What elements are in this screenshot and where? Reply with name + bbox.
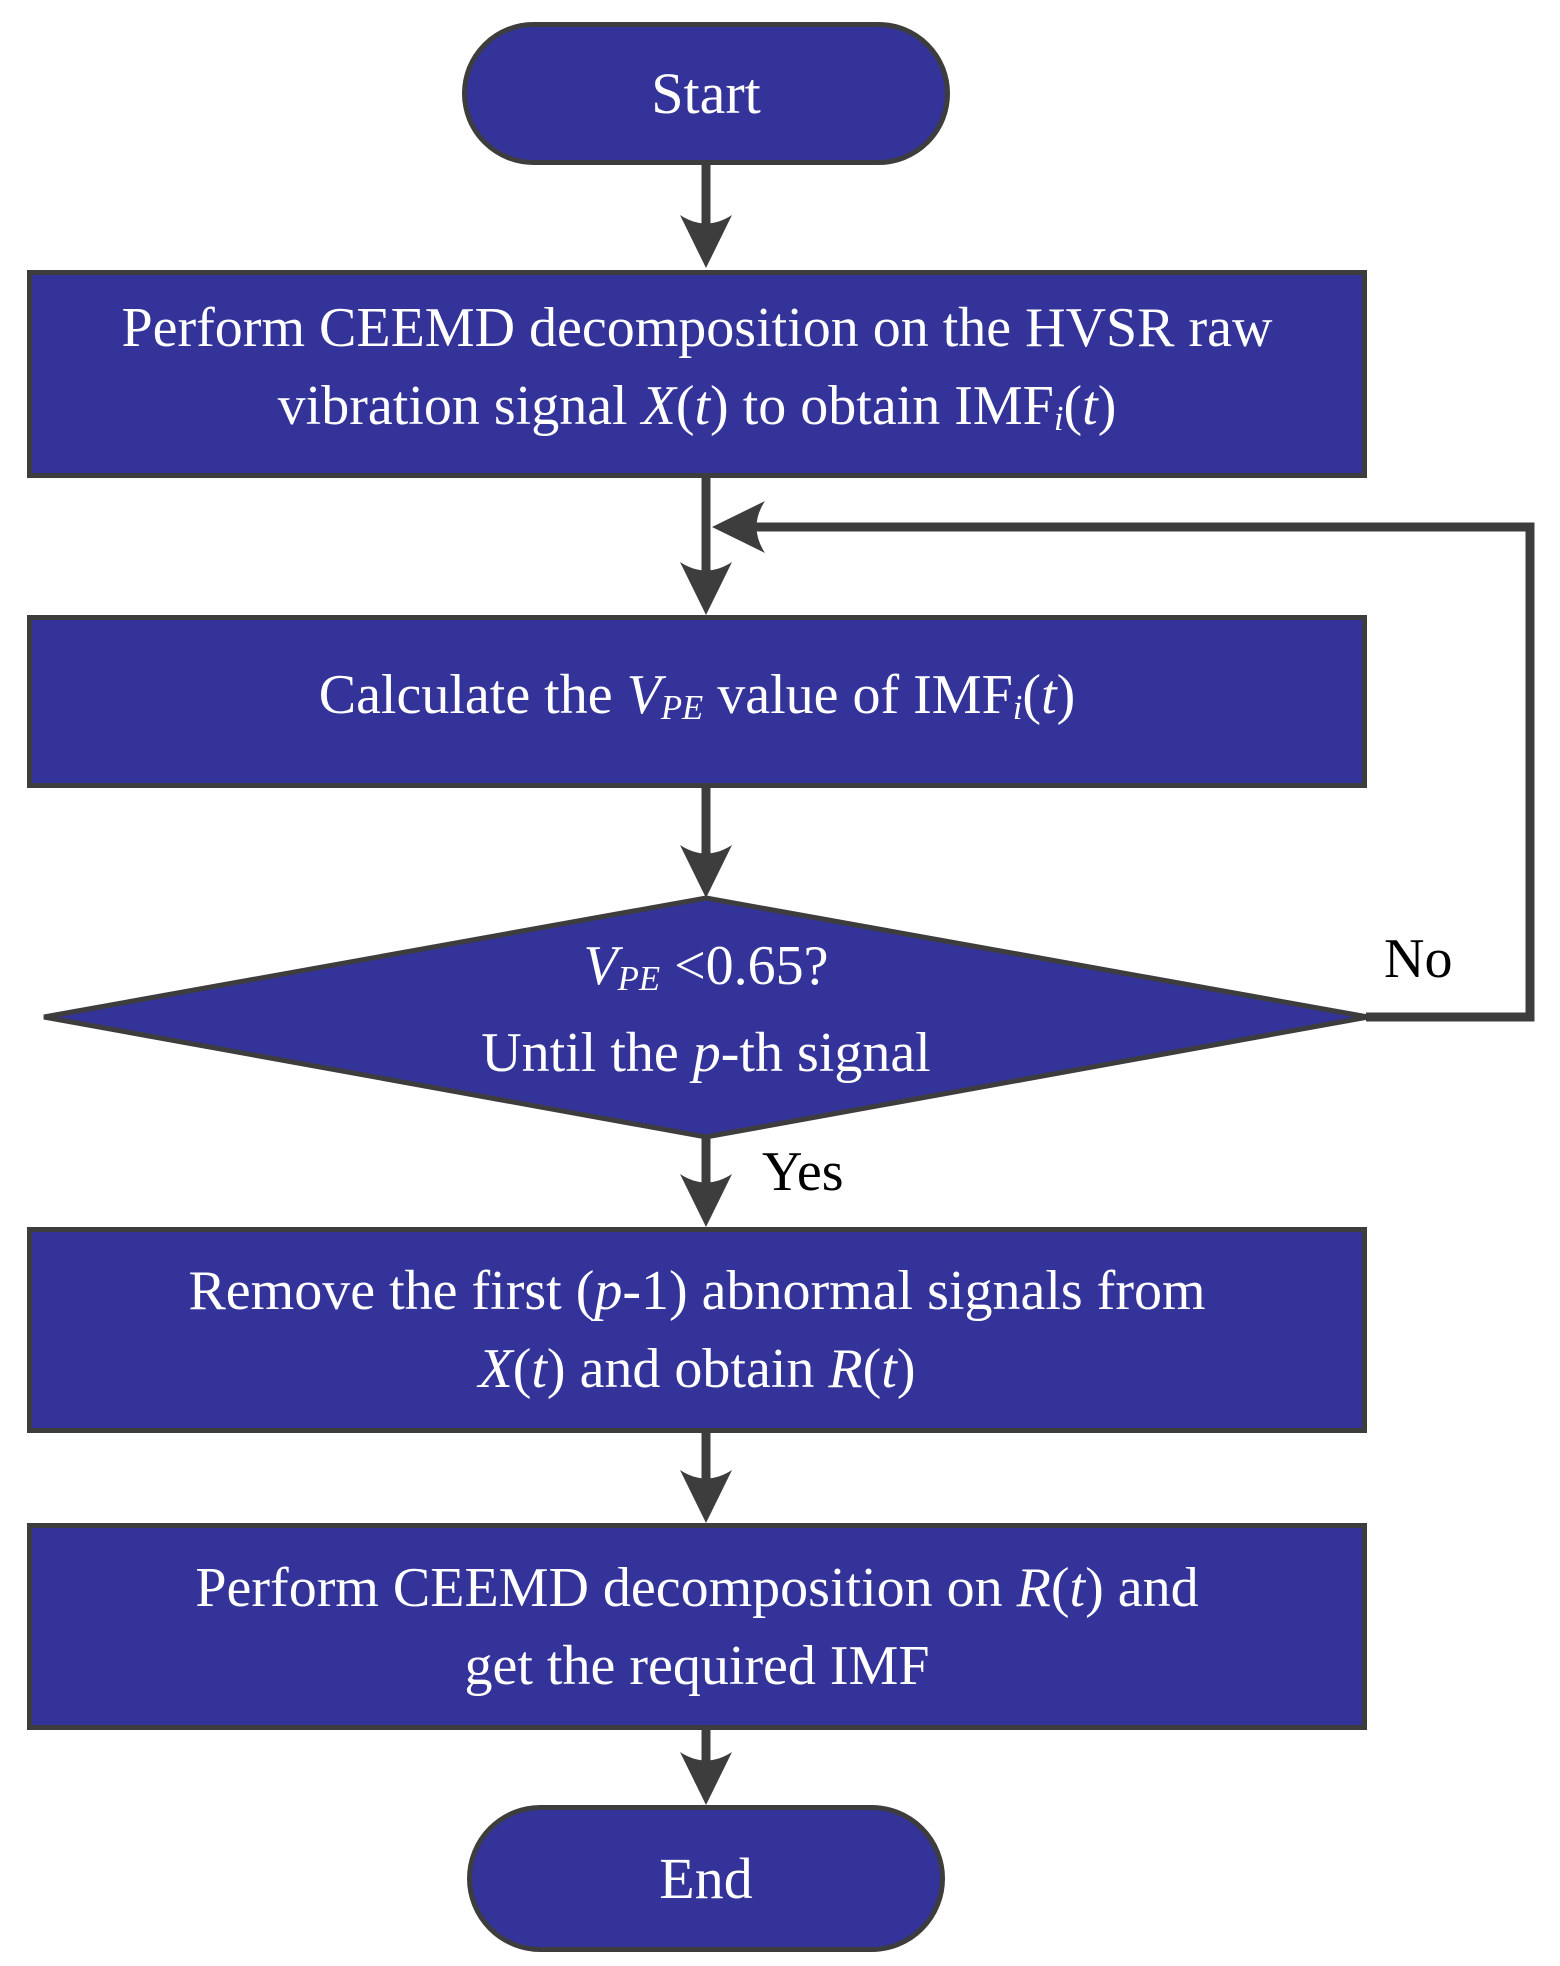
no-feedback-loop xyxy=(712,501,1535,1022)
arrow-box2-to-decision xyxy=(680,786,732,898)
arrowhead-left-icon xyxy=(712,501,765,553)
process-box-text-line: vibration signal X(t) to obtain IMFi(t) xyxy=(277,375,1117,439)
process-box-ceemd-decomposition: Perform CEEMD decomposition on the HVSR … xyxy=(27,270,1367,478)
arrowhead-down-icon xyxy=(680,562,732,615)
arrow-decision-to-box3 xyxy=(680,1137,732,1227)
process-box-text-line: Calculate the VPE value of IMFi(t) xyxy=(318,663,1076,728)
process-box-remove-abnormal: Remove the first (p-1) abnormal signals … xyxy=(27,1227,1367,1433)
no-branch-label: No xyxy=(1384,928,1453,990)
arrow-box3-to-box4 xyxy=(680,1431,732,1523)
process-box-text-line: Remove the first (p-1) abnormal signals … xyxy=(188,1260,1206,1322)
start-node: Start xyxy=(462,22,950,165)
arrow-box1-to-box2 xyxy=(680,476,732,615)
arrowhead-down-icon xyxy=(680,1470,732,1523)
arrowhead-down-icon xyxy=(680,215,732,268)
end-node: End xyxy=(467,1805,945,1952)
process-box-text-line: Perform CEEMD decomposition on R(t) and xyxy=(195,1556,1199,1619)
process-box-text-line: Perform CEEMD decomposition on the HVSR … xyxy=(121,297,1273,360)
decision-diamond-label: VPE <0.65? Until the p-th signal xyxy=(44,898,1368,1137)
process-box-text-line: get the required IMF xyxy=(464,1634,930,1697)
process-box-ceemd-on-rt: Perform CEEMD decomposition on R(t) and … xyxy=(27,1523,1367,1730)
arrowhead-down-icon xyxy=(680,845,732,898)
decision-text-line: VPE <0.65? xyxy=(583,934,829,999)
arrow-box4-to-end xyxy=(680,1728,732,1805)
yes-branch-label: Yes xyxy=(762,1141,844,1203)
decision-text-line: Until the p-th signal xyxy=(481,1022,931,1085)
start-node-label: Start xyxy=(651,61,761,126)
process-box-text-line: X(t) and obtain R(t) xyxy=(478,1338,916,1400)
arrow-start-to-box1 xyxy=(680,163,732,268)
end-node-label: End xyxy=(659,1846,753,1911)
arrowhead-down-icon xyxy=(680,1174,732,1227)
process-box-calculate-vpe: Calculate the VPE value of IMFi(t) xyxy=(27,615,1367,788)
arrowhead-down-icon xyxy=(680,1752,732,1805)
